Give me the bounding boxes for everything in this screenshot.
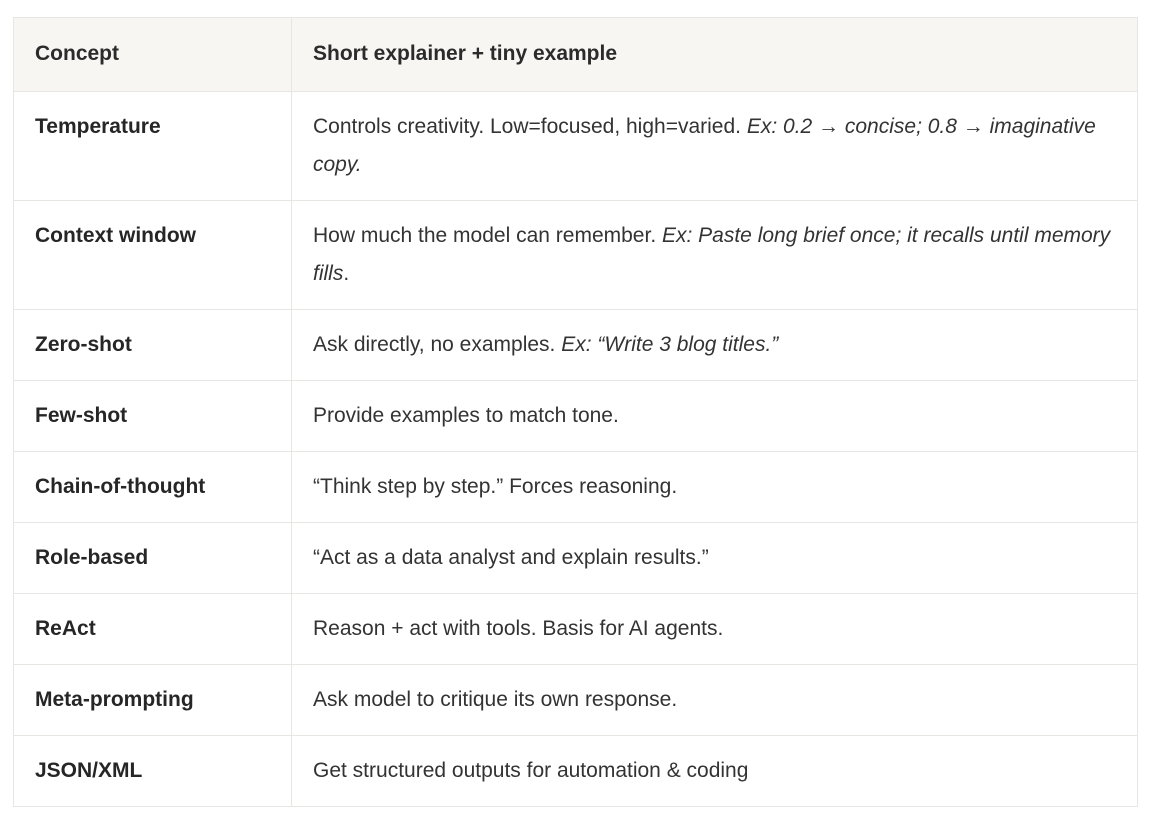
explainer-text-segment: “Think step by step.” Forces reasoning. <box>313 475 678 498</box>
table-row: Few-shot Provide examples to match tone. <box>13 380 1138 452</box>
table-row: Chain-of-thought “Think step by step.” F… <box>13 451 1138 523</box>
table-row: Zero-shot Ask directly, no examples. Ex:… <box>13 309 1138 381</box>
table-row: Context window How much the model can re… <box>13 200 1138 310</box>
table-row: Temperature Controls creativity. Low=foc… <box>13 91 1138 201</box>
concept-cell: Few-shot <box>13 380 292 452</box>
explainer-cell: Ask directly, no examples. Ex: “Write 3 … <box>291 309 1138 381</box>
explainer-example-segment: Ex: 0.2 → concise; 0.8 → imaginative cop… <box>313 115 1096 176</box>
concept-cell: Temperature <box>13 91 292 201</box>
explainer-cell: Reason + act with tools. Basis for AI ag… <box>291 593 1138 665</box>
concept-cell: Role-based <box>13 522 292 594</box>
explainer-text-segment: Reason + act with tools. Basis for AI ag… <box>313 617 724 640</box>
concepts-table: Concept Short explainer + tiny example T… <box>13 17 1138 807</box>
table-body: Temperature Controls creativity. Low=foc… <box>13 91 1138 807</box>
concept-cell: Zero-shot <box>13 309 292 381</box>
table-row: Role-based “Act as a data analyst and ex… <box>13 522 1138 594</box>
table-row: JSON/XML Get structured outputs for auto… <box>13 735 1138 807</box>
explainer-text-segment: Controls creativity. Low=focused, high=v… <box>313 115 747 138</box>
explainer-example-segment: Ex: “Write 3 blog titles.” <box>561 333 779 356</box>
concept-cell: Meta-prompting <box>13 664 292 736</box>
column-header-concept: Concept <box>13 17 292 92</box>
explainer-cell: “Act as a data analyst and explain resul… <box>291 522 1138 594</box>
explainer-text-segment: Provide examples to match tone. <box>313 404 619 427</box>
concept-cell: ReAct <box>13 593 292 665</box>
concept-cell: Context window <box>13 200 292 310</box>
explainer-cell: Get structured outputs for automation & … <box>291 735 1138 807</box>
table-row: Meta-prompting Ask model to critique its… <box>13 664 1138 736</box>
explainer-cell: “Think step by step.” Forces reasoning. <box>291 451 1138 523</box>
header-row: Concept Short explainer + tiny example <box>13 17 1138 92</box>
explainer-text-segment: “Act as a data analyst and explain resul… <box>313 546 709 569</box>
explainer-text-segment: Ask directly, no examples. <box>313 333 562 356</box>
concept-cell: Chain-of-thought <box>13 451 292 523</box>
explainer-text-segment: . <box>343 262 350 285</box>
table-header: Concept Short explainer + tiny example <box>13 17 1138 92</box>
explainer-cell: How much the model can remember. Ex: Pas… <box>291 200 1138 310</box>
explainer-cell: Provide examples to match tone. <box>291 380 1138 452</box>
explainer-example-segment: Ex: Paste long brief once; it recalls un… <box>313 224 1111 285</box>
table-row: ReAct Reason + act with tools. Basis for… <box>13 593 1138 665</box>
explainer-text-segment: How much the model can remember. <box>313 224 662 247</box>
explainer-text-segment: Get structured outputs for automation & … <box>313 759 749 782</box>
explainer-cell: Controls creativity. Low=focused, high=v… <box>291 91 1138 201</box>
concept-cell: JSON/XML <box>13 735 292 807</box>
column-header-explainer: Short explainer + tiny example <box>291 17 1138 92</box>
explainer-text-segment: Ask model to critique its own response. <box>313 688 678 711</box>
explainer-cell: Ask model to critique its own response. <box>291 664 1138 736</box>
